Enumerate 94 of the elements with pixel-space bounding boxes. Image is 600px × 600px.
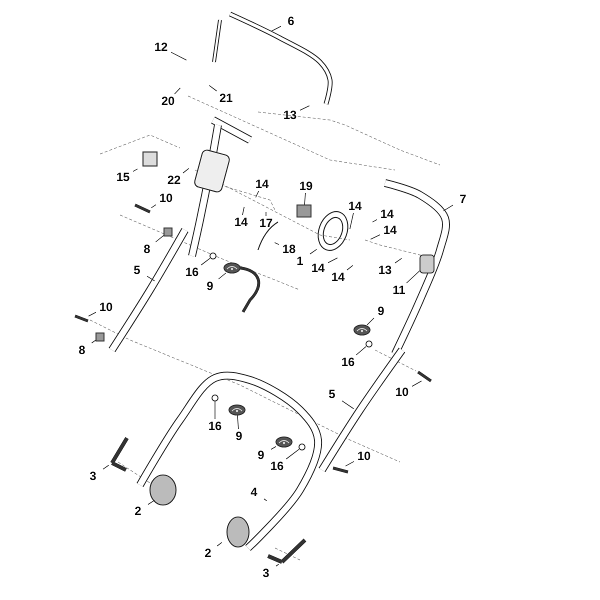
callout-number: 14: [253, 177, 271, 191]
callout-number: 4: [245, 485, 263, 499]
leader-line: [270, 446, 276, 450]
cap-part: [276, 436, 292, 448]
callout-number: 21: [217, 91, 235, 105]
leader-line: [286, 448, 300, 460]
leader-line: [310, 248, 318, 254]
callout-number: 13: [376, 263, 394, 277]
clip-part: [164, 228, 172, 236]
callout-number: 22: [165, 173, 183, 187]
clip-part: [96, 332, 104, 342]
leader-line: [372, 219, 378, 222]
callout-number: 9: [372, 304, 390, 318]
callout-number: 18: [280, 242, 298, 256]
callout-number: 9: [252, 448, 270, 462]
callout-number: 14: [309, 261, 327, 275]
washer-part: [210, 252, 216, 260]
leader-line: [443, 204, 454, 212]
callout-number: 2: [129, 504, 147, 518]
leader-line: [200, 258, 210, 266]
callout-number: 10: [355, 449, 373, 463]
callout-number: 3: [84, 469, 102, 483]
callout-number: 13: [281, 108, 299, 122]
callout-number: 6: [282, 14, 300, 28]
leader-line: [276, 564, 280, 567]
leader-line: [345, 461, 354, 466]
callout-number: 16: [268, 459, 286, 473]
callout-number: 14: [329, 270, 347, 284]
leader-line: [182, 168, 190, 174]
leader-line: [370, 234, 380, 240]
callout-number: 16: [183, 265, 201, 279]
callout-number: 9: [201, 279, 219, 293]
callout-number: 17: [257, 216, 275, 230]
callout-number: 5: [323, 387, 341, 401]
callout-number: 8: [138, 242, 156, 256]
callout-number: 5: [128, 263, 146, 277]
callout-number: 8: [73, 343, 91, 357]
leader-line: [102, 464, 110, 470]
callout-number: 14: [381, 223, 399, 237]
callout-number: 16: [339, 355, 357, 369]
callout-number: 3: [257, 566, 275, 580]
callout-number: 11: [390, 283, 408, 297]
cap-part: [228, 404, 246, 416]
leader-line: [406, 270, 420, 284]
leader-line: [132, 168, 138, 172]
callout-number: 2: [199, 546, 217, 560]
leader-line: [349, 212, 354, 230]
leader-line: [366, 318, 374, 326]
leader-line: [271, 26, 282, 32]
washer-part: [212, 394, 218, 402]
callout-number: 10: [393, 385, 411, 399]
washer-part: [366, 340, 372, 348]
leader-line: [88, 312, 96, 317]
leader-line: [218, 272, 226, 280]
callout-number: 20: [159, 94, 177, 108]
clip-part: [420, 254, 434, 274]
callout-number: 1: [291, 254, 309, 268]
leader-line: [155, 234, 164, 242]
leader-line: [208, 85, 218, 92]
leader-line: [412, 380, 422, 387]
leader-line: [170, 52, 187, 61]
leader-line: [300, 105, 310, 111]
callout-number: 9: [230, 429, 248, 443]
callout-number: 14: [378, 207, 396, 221]
washer-part: [298, 444, 306, 450]
callout-number: 14: [346, 199, 364, 213]
callout-number: 10: [157, 191, 175, 205]
cap-part: [354, 324, 370, 336]
leader-line: [328, 257, 338, 264]
leader-line: [356, 346, 366, 356]
callout-number: 16: [206, 419, 224, 433]
leader-line: [346, 265, 354, 270]
cap-part: [224, 262, 240, 274]
leader-line: [174, 88, 181, 94]
callout-number: 19: [297, 179, 315, 193]
callout-number: 10: [97, 300, 115, 314]
leader-line: [236, 414, 239, 430]
clip-part: [296, 204, 312, 218]
leader-line: [394, 258, 402, 264]
leader-line: [255, 190, 260, 198]
leader-line: [91, 340, 96, 344]
callout-number: 7: [454, 192, 472, 206]
callout-number: 14: [232, 215, 250, 229]
callout-number: 15: [114, 170, 132, 184]
leader-line: [242, 206, 245, 216]
leader-line: [150, 204, 156, 208]
leader-line: [216, 542, 222, 546]
leader-line: [274, 242, 280, 245]
leader-line: [214, 400, 216, 420]
leader-line: [146, 276, 155, 282]
leader-line: [304, 192, 306, 206]
leader-line: [342, 400, 354, 410]
callout-number: 12: [152, 40, 170, 54]
leader-line: [264, 498, 268, 502]
